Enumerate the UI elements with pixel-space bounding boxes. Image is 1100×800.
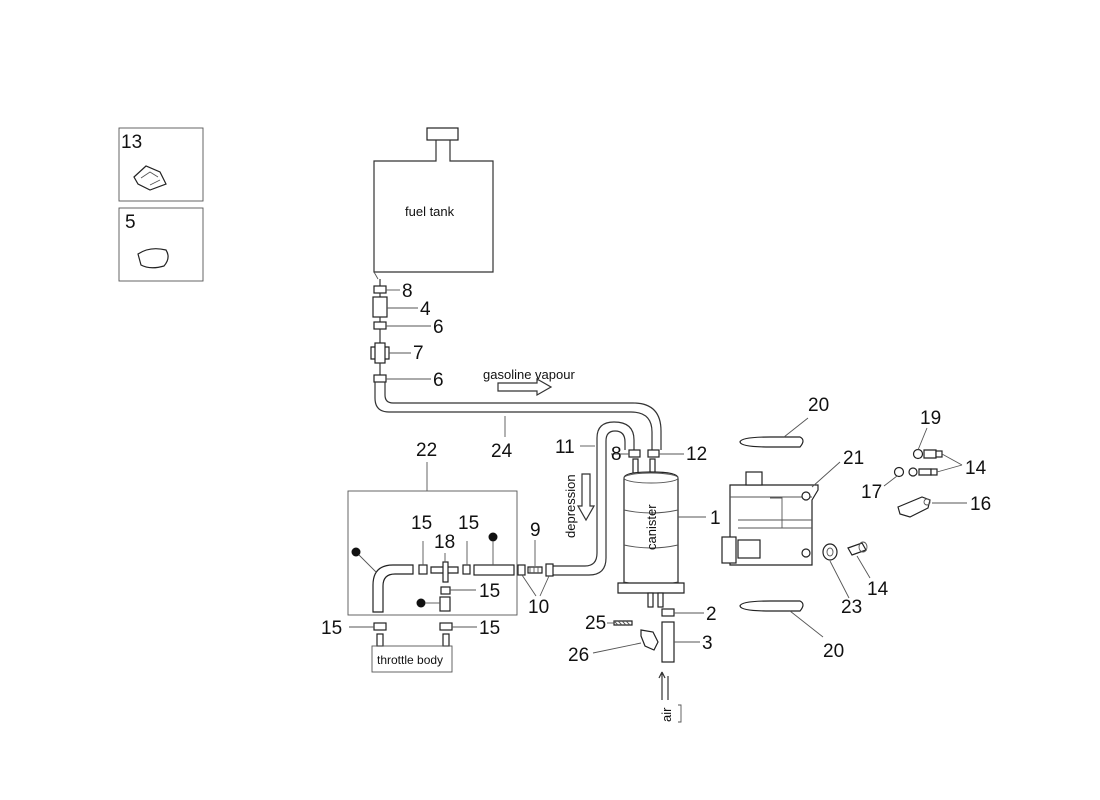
elbow-26 bbox=[640, 629, 659, 651]
callout-8-canister: 8 bbox=[611, 444, 622, 465]
clamp-2 bbox=[661, 608, 675, 617]
callout-15-b: 15 bbox=[458, 513, 479, 534]
callout-14-bottom: 14 bbox=[867, 579, 889, 600]
canister-label: canister bbox=[644, 504, 659, 550]
callout-5: 5 bbox=[125, 212, 136, 233]
depression-arrow: depression bbox=[563, 473, 596, 538]
callout-15-c: 15 bbox=[479, 581, 500, 602]
connectors-9-10: 9 10 bbox=[517, 520, 554, 618]
callout-6-top: 6 bbox=[433, 317, 444, 338]
clamp-6-top bbox=[373, 321, 387, 330]
air-label: air bbox=[659, 707, 674, 722]
clamp-15-c bbox=[440, 586, 451, 595]
callout-19: 19 bbox=[920, 408, 941, 429]
callout-15-a: 15 bbox=[411, 513, 432, 534]
callout-25: 25 bbox=[585, 613, 606, 634]
assembly-22: 22 15 18 15 15 bbox=[347, 440, 518, 616]
callout-24: 24 bbox=[491, 441, 513, 462]
canister-air-inlet: 2 3 25 26 air bbox=[568, 604, 717, 723]
inset-part-13: 13 bbox=[118, 127, 204, 202]
callout-11: 11 bbox=[555, 437, 575, 458]
hose-11: 11 bbox=[553, 421, 635, 576]
callout-13: 13 bbox=[121, 132, 142, 153]
washer-19 bbox=[912, 448, 924, 460]
restrictor-9 bbox=[527, 566, 543, 574]
screw-14-top bbox=[923, 449, 937, 459]
hose-24: 24 bbox=[374, 382, 662, 462]
fuel-tank-label: fuel tank bbox=[405, 204, 455, 219]
callout-14-top: 14 bbox=[965, 458, 987, 479]
gasoline-vapour-arrow: gasoline vapour bbox=[483, 367, 575, 397]
callout-1: 1 bbox=[710, 508, 721, 529]
callout-2: 2 bbox=[706, 604, 717, 625]
clamp-15-b bbox=[462, 564, 471, 575]
throttle-body bbox=[371, 645, 453, 673]
tank-outlet-line: 8 4 6 7 6 bbox=[370, 279, 444, 391]
clamp-15-a bbox=[418, 564, 428, 575]
inset-part-5: 5 bbox=[118, 207, 204, 282]
strap-20-bottom: 20 bbox=[739, 600, 844, 662]
callout-15-d: 15 bbox=[321, 618, 342, 639]
callout-23: 23 bbox=[841, 597, 862, 618]
depression-label: depression bbox=[563, 474, 578, 538]
callout-6-bottom: 6 bbox=[433, 370, 444, 391]
hose-4 bbox=[372, 296, 388, 318]
callout-3: 3 bbox=[702, 633, 713, 654]
callout-4: 4 bbox=[420, 299, 431, 320]
callout-12: 12 bbox=[686, 444, 707, 465]
canister: 8 12 canister 1 bbox=[611, 444, 721, 608]
washer-17 bbox=[893, 466, 905, 478]
bracket-16 bbox=[897, 496, 931, 518]
callout-26: 26 bbox=[568, 645, 589, 666]
callout-15-e: 15 bbox=[479, 618, 500, 639]
clamp-8-canister bbox=[628, 449, 641, 458]
callout-20-top: 20 bbox=[808, 395, 829, 416]
fuel-tank: fuel tank bbox=[373, 127, 494, 280]
callout-9: 9 bbox=[530, 520, 541, 541]
callout-20-bottom: 20 bbox=[823, 641, 844, 662]
clamp-15-e bbox=[439, 622, 453, 631]
hardware-right: 19 14 17 16 14 23 bbox=[822, 408, 991, 618]
strap-20-top: 20 bbox=[739, 395, 829, 448]
clamp-6-bottom bbox=[373, 374, 387, 383]
clamp-8 bbox=[373, 285, 387, 294]
callout-18: 18 bbox=[434, 532, 455, 553]
screw-14-bottom bbox=[847, 542, 867, 556]
clamp-10-right bbox=[545, 563, 554, 577]
callout-17: 17 bbox=[861, 482, 882, 503]
callout-8-top: 8 bbox=[402, 281, 413, 302]
bracket-21: 21 bbox=[721, 448, 864, 566]
clamp-12 bbox=[647, 449, 660, 458]
clamp-15-d bbox=[373, 622, 387, 631]
gasoline-vapour-label: gasoline vapour bbox=[483, 367, 575, 382]
grommet-23 bbox=[822, 543, 838, 561]
hose-segment bbox=[473, 564, 515, 576]
callout-16: 16 bbox=[970, 494, 991, 515]
throttle-body-label: throttle body bbox=[377, 653, 443, 667]
callout-7: 7 bbox=[413, 343, 424, 364]
callout-10: 10 bbox=[528, 597, 549, 618]
callout-22: 22 bbox=[416, 440, 437, 461]
elbow-hose bbox=[372, 564, 414, 613]
callout-21: 21 bbox=[843, 448, 864, 469]
throttle-body-assembly: 15 15 throttle body bbox=[321, 618, 500, 673]
clamp-10-left bbox=[517, 564, 526, 576]
hose-3 bbox=[661, 621, 675, 663]
